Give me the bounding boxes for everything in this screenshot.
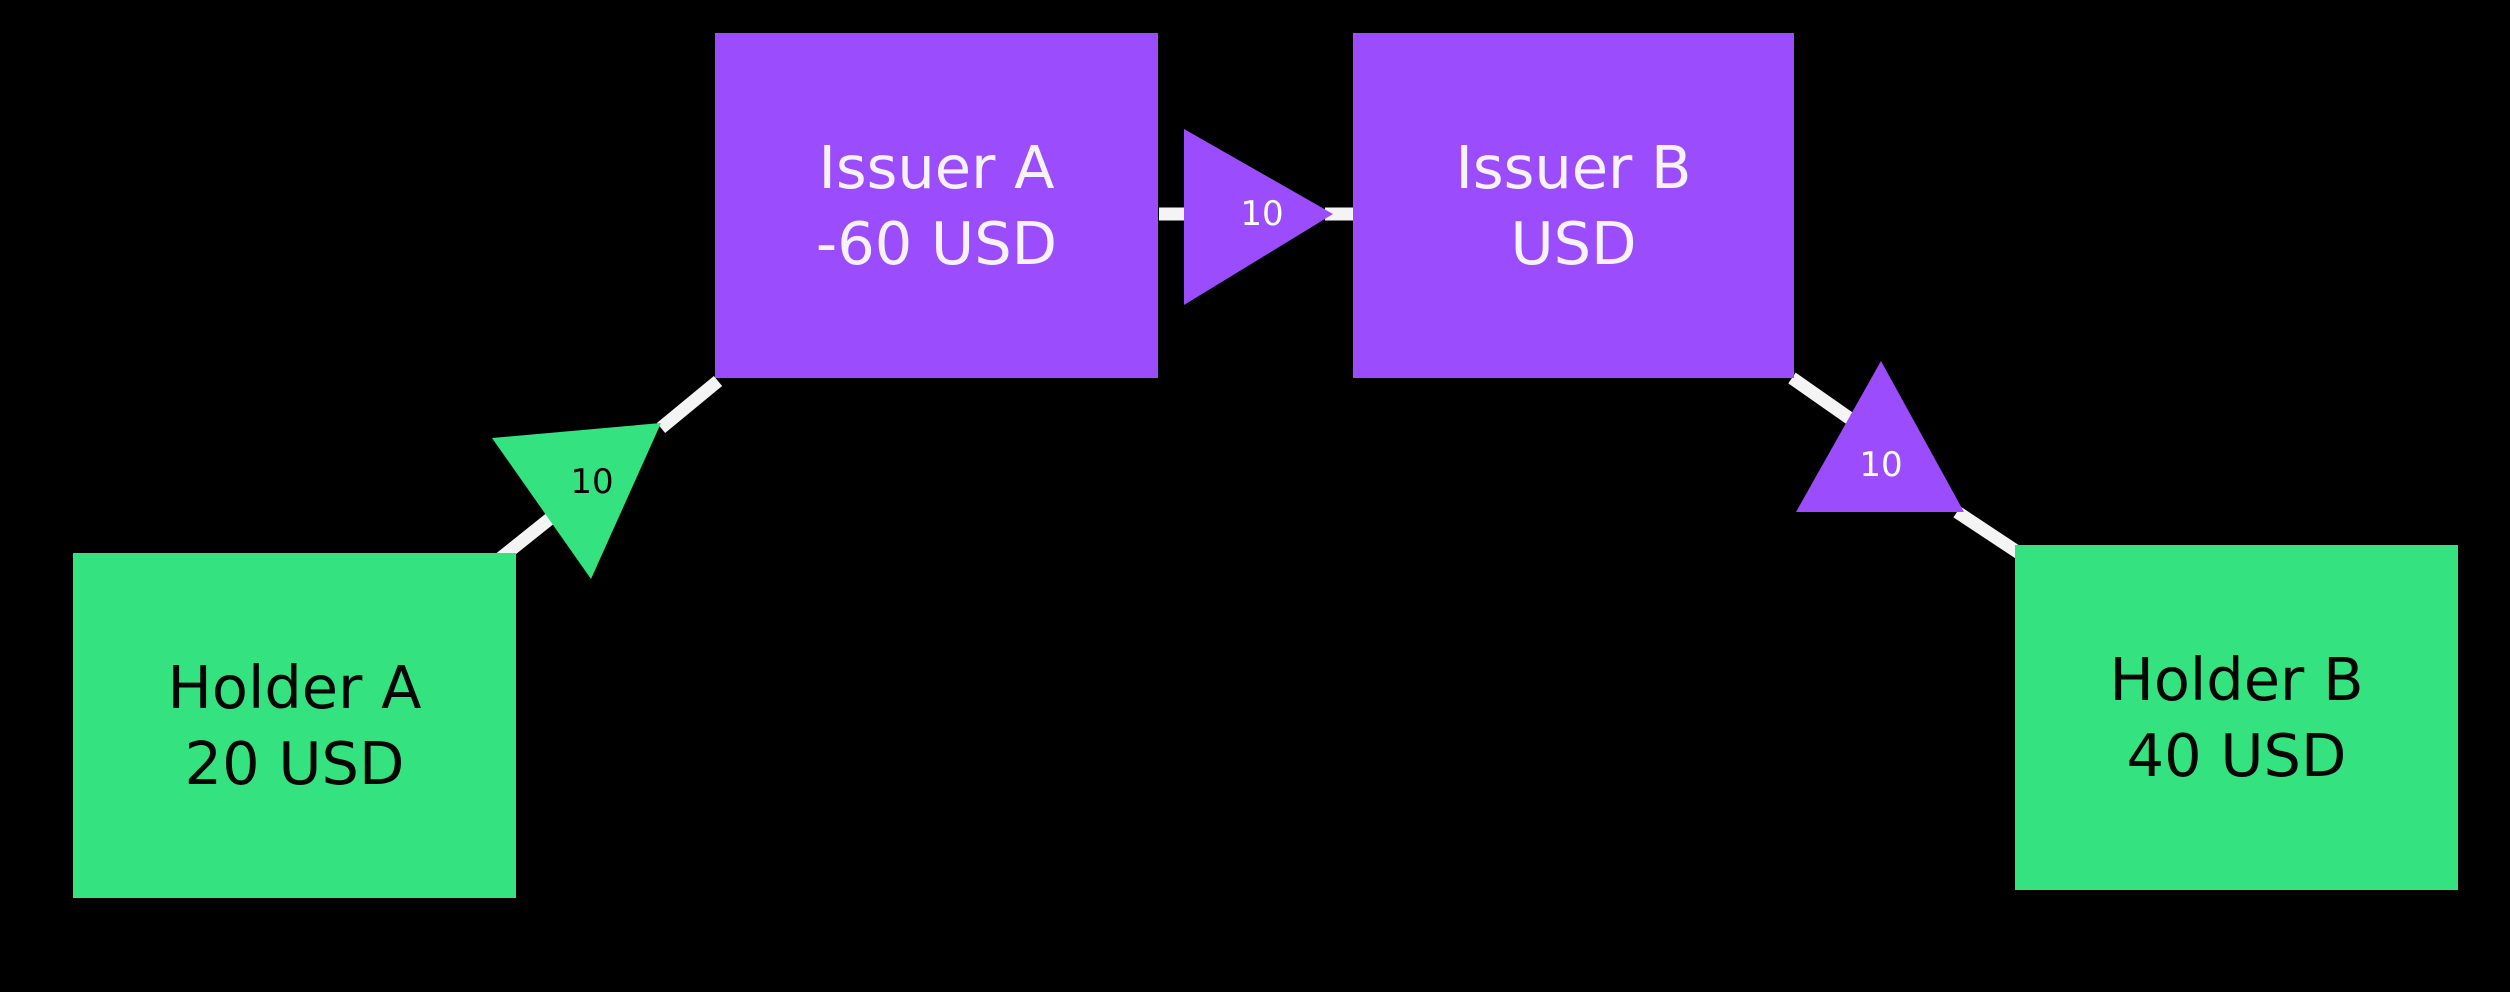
node-issuer-b[interactable]: Issuer B USD: [1353, 33, 1794, 378]
node-holder-b-amount: 40 USD: [2126, 720, 2347, 790]
edge-line-issuer-b-holder-b-lower: [1953, 506, 2023, 559]
edge-label-holder-a-issuer-a: 10: [570, 462, 614, 502]
edge-label-issuer-a-issuer-b: 10: [1240, 194, 1284, 234]
edge-line-issuer-b-holder-b-upper: [1788, 372, 1876, 440]
edge-issuer-b-holder-b: [1788, 361, 2023, 559]
node-issuer-b-amount: USD: [1510, 208, 1637, 278]
node-holder-a-name: Holder A: [167, 652, 422, 722]
node-holder-a[interactable]: Holder A 20 USD: [73, 553, 516, 898]
edge-line-holder-a-issuer-a-upper: [656, 375, 723, 434]
node-holder-b[interactable]: Holder B 40 USD: [2015, 545, 2458, 890]
node-holder-a-amount: 20 USD: [184, 728, 405, 798]
edge-label-issuer-b-holder-b: 10: [1859, 445, 1903, 485]
node-issuer-b-name: Issuer B: [1455, 132, 1692, 202]
edge-marker-issuer-b-holder-b: [1796, 361, 1964, 512]
node-issuer-a[interactable]: Issuer A -60 USD: [715, 33, 1158, 378]
node-issuer-a-name: Issuer A: [818, 132, 1055, 202]
node-holder-b-name: Holder B: [2109, 644, 2364, 714]
node-issuer-a-amount: -60 USD: [815, 208, 1058, 278]
